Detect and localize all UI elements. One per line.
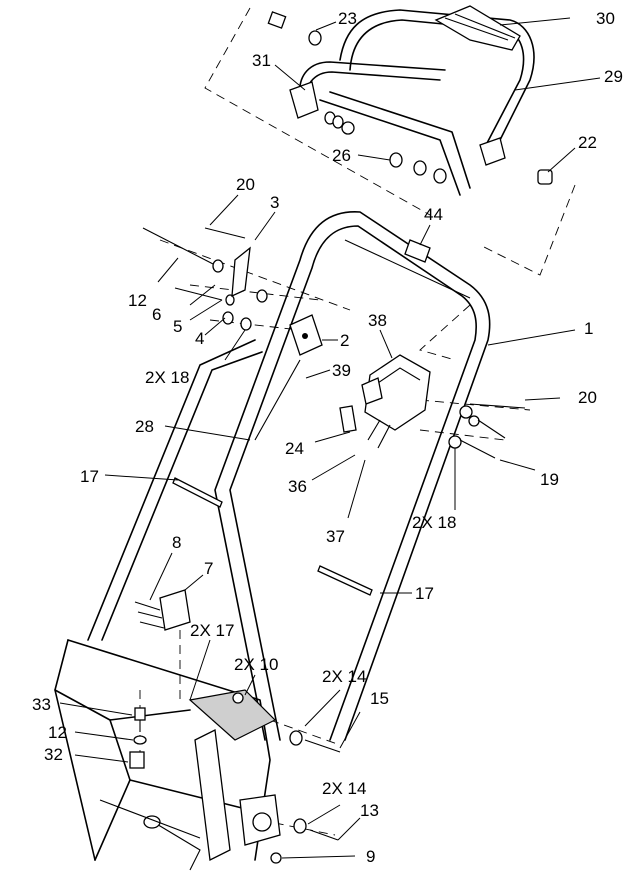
label-38: 38 bbox=[368, 311, 387, 330]
label-20-top: 20 bbox=[236, 175, 255, 194]
label-28: 28 bbox=[135, 417, 154, 436]
label-3: 3 bbox=[270, 193, 279, 212]
label-4: 4 bbox=[195, 329, 204, 348]
label-17-left: 17 bbox=[80, 467, 99, 486]
pin-left bbox=[172, 477, 223, 508]
label-2x18-left: 2X 18 bbox=[145, 368, 189, 387]
label-44: 44 bbox=[424, 205, 443, 224]
label-26: 26 bbox=[332, 146, 351, 165]
label-2x14-top: 2X 14 bbox=[322, 667, 366, 686]
label-31: 31 bbox=[252, 51, 271, 70]
left-hardware bbox=[142, 227, 268, 331]
lower-bracket bbox=[134, 589, 191, 631]
label-37: 37 bbox=[326, 527, 345, 546]
label-12-top: 12 bbox=[128, 291, 147, 310]
main-handle bbox=[87, 211, 491, 741]
handle-hardware bbox=[448, 403, 526, 459]
label-29: 29 bbox=[604, 67, 623, 86]
label-2x14-bottom: 2X 14 bbox=[322, 779, 366, 798]
label-2x17: 2X 17 bbox=[190, 621, 234, 640]
label-24: 24 bbox=[285, 439, 304, 458]
label-8: 8 bbox=[172, 533, 181, 552]
label-15: 15 bbox=[370, 689, 389, 708]
label-23: 23 bbox=[338, 9, 357, 28]
label-9: 9 bbox=[366, 847, 375, 866]
control-cable bbox=[254, 359, 301, 441]
control-housing bbox=[361, 354, 431, 449]
label-2x18-right: 2X 18 bbox=[412, 513, 456, 532]
upper-handle bbox=[289, 5, 535, 196]
leader-lines bbox=[59, 17, 601, 859]
label-2x10: 2X 10 bbox=[234, 655, 278, 674]
mower-deck bbox=[54, 639, 281, 871]
label-33: 33 bbox=[32, 695, 51, 714]
label-20-right: 20 bbox=[578, 388, 597, 407]
label-19: 19 bbox=[540, 470, 559, 489]
label-22: 22 bbox=[578, 133, 597, 152]
label-36: 36 bbox=[288, 477, 307, 496]
label-6: 6 bbox=[152, 305, 161, 324]
label-2: 2 bbox=[340, 331, 349, 350]
label-7: 7 bbox=[204, 559, 213, 578]
callout-labels: 30 23 31 29 22 26 20 3 44 12 6 5 4 2 38 … bbox=[32, 9, 623, 866]
label-17-right: 17 bbox=[415, 584, 434, 603]
label-13: 13 bbox=[360, 801, 379, 820]
label-32: 32 bbox=[44, 745, 63, 764]
label-12-bottom: 12 bbox=[48, 723, 67, 742]
upper-hardware bbox=[267, 11, 553, 185]
label-39: 39 bbox=[332, 361, 351, 380]
pin-right bbox=[317, 565, 373, 596]
label-30: 30 bbox=[596, 9, 615, 28]
lower-hardware bbox=[129, 692, 341, 864]
label-1: 1 bbox=[584, 319, 593, 338]
label-5: 5 bbox=[173, 317, 182, 336]
